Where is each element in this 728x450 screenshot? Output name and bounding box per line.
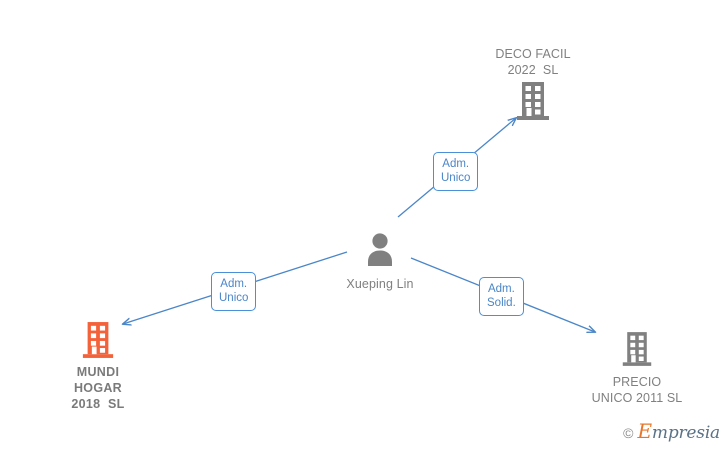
node-precio-unico[interactable]: PRECIO UNICO 2011 SL bbox=[562, 330, 712, 406]
node-deco-facil[interactable]: DECO FACIL 2022 SL bbox=[458, 46, 608, 124]
node-label-mundi-hogar: MUNDI HOGAR 2018 SL bbox=[71, 365, 125, 411]
node-mundi-hogar[interactable]: MUNDI HOGAR 2018 SL bbox=[23, 320, 173, 412]
edge-label-precio-unico[interactable]: Adm. Solid. bbox=[479, 277, 524, 316]
edge-label-mundi-hogar[interactable]: Adm. Unico bbox=[211, 272, 257, 311]
building-icon bbox=[458, 80, 608, 124]
brand-initial: E bbox=[637, 419, 653, 443]
brand-name: Empresia bbox=[638, 421, 721, 443]
building-icon bbox=[23, 320, 173, 364]
building-icon bbox=[562, 330, 712, 374]
edge-label-deco-facil[interactable]: Adm. Unico bbox=[433, 152, 479, 191]
copyright-icon: © bbox=[623, 424, 634, 441]
brand-rest: mpresia bbox=[651, 423, 720, 443]
node-xueping-lin[interactable]: Xueping Lin bbox=[305, 232, 455, 292]
node-label-precio-unico: PRECIO UNICO 2011 SL bbox=[591, 375, 683, 405]
person-icon bbox=[305, 232, 455, 276]
node-label-deco-facil: DECO FACIL 2022 SL bbox=[495, 47, 571, 77]
node-label-xueping-lin: Xueping Lin bbox=[346, 277, 414, 291]
empresia-watermark: © Empresia bbox=[623, 421, 721, 443]
